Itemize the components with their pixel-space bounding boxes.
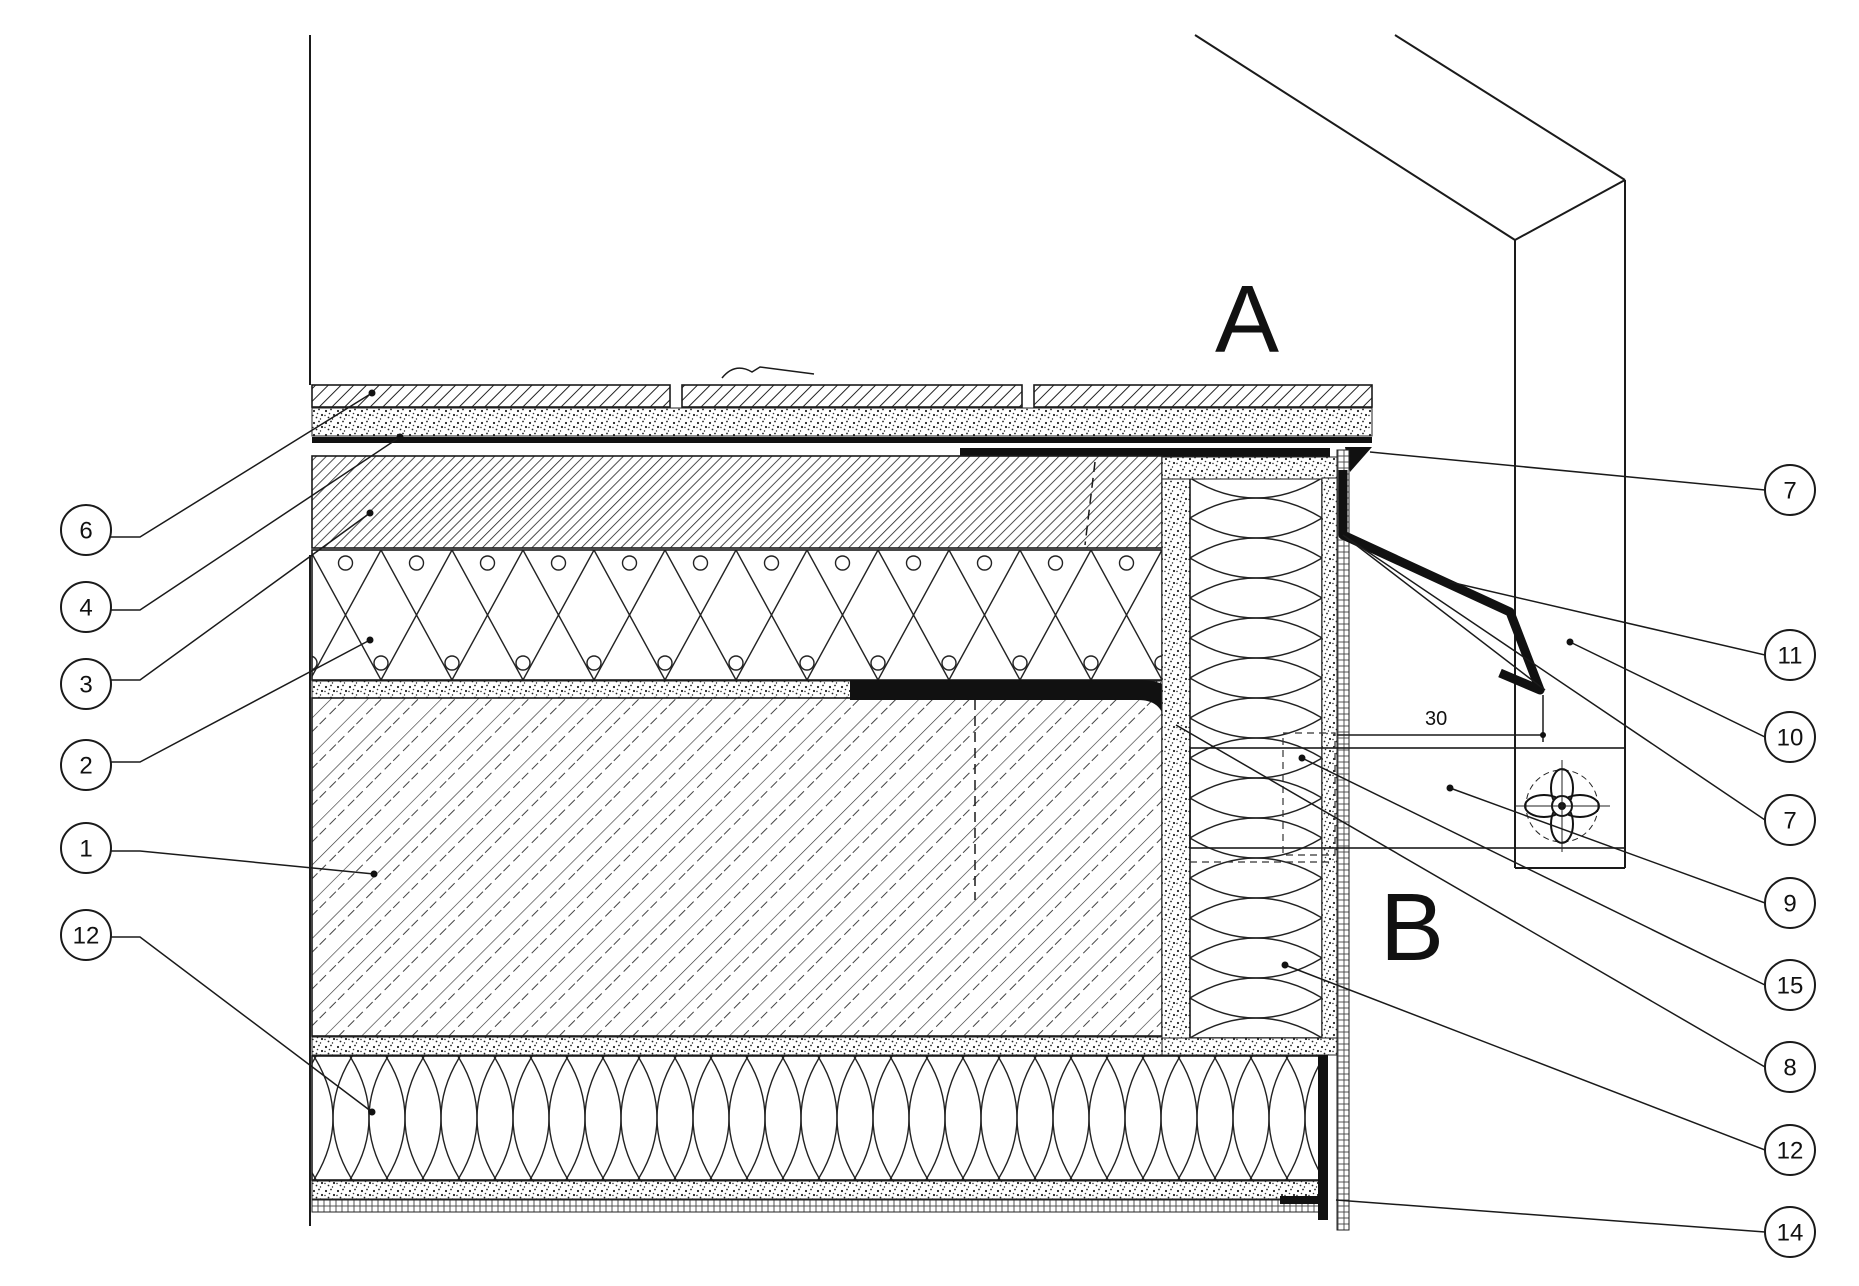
ceiling-render-layer [311, 1180, 1328, 1200]
concrete-slab [311, 697, 1163, 1037]
corner-profile [1318, 1055, 1328, 1220]
svg-text:12: 12 [73, 923, 100, 950]
svg-text:8: 8 [1783, 1055, 1796, 1082]
callout-10: 10 [1764, 711, 1816, 763]
svg-text:9: 9 [1783, 891, 1796, 918]
angle-steel [850, 680, 1182, 893]
waterproofing-membrane [312, 437, 1372, 472]
callout-7-top: 7 [1764, 464, 1816, 516]
dimension-end-dot [1540, 732, 1546, 738]
sill-flashing [1338, 470, 1545, 695]
door-frame-outline [1194, 34, 1626, 869]
callout-6: 6 [60, 504, 112, 556]
heating-screed-layer [311, 455, 1163, 549]
screed-hidden-line [1084, 461, 1096, 546]
slope-arrow-symbol [721, 366, 815, 379]
callout-9: 9 [1764, 877, 1816, 929]
edge-render-top [1161, 456, 1338, 480]
drip-edge [1280, 1196, 1328, 1204]
svg-text:15: 15 [1777, 973, 1804, 1000]
callout-2: 2 [60, 739, 112, 791]
callout-12-right: 12 [1764, 1124, 1816, 1176]
callout-12-left: 12 [60, 909, 112, 961]
callout-1: 1 [60, 822, 112, 874]
callout-14: 14 [1764, 1206, 1816, 1258]
tile-adhesive-layer [311, 407, 1373, 437]
callout-4: 4 [60, 581, 112, 633]
svg-text:4: 4 [79, 595, 92, 622]
svg-text:1: 1 [79, 836, 92, 863]
edge-render-inner [1161, 456, 1191, 1055]
floor-tiles [311, 384, 1373, 408]
svg-text:12: 12 [1777, 1138, 1804, 1165]
door-leaf-edge [1342, 534, 1546, 691]
underfloor-heating-insulation [311, 549, 1163, 681]
callout-7-bottom: 7 [1764, 794, 1816, 846]
dimension-value: 30 [1425, 708, 1447, 730]
ceiling-insulation [311, 1055, 1328, 1181]
svg-text:2: 2 [79, 753, 92, 780]
fixing-anchor-symbol [1515, 760, 1610, 852]
callout-15: 15 [1764, 959, 1816, 1011]
svg-text:7: 7 [1783, 808, 1796, 835]
edge-render-outer [1321, 477, 1338, 1044]
section-label-b: B [1380, 874, 1444, 981]
ceiling-finish-layer [311, 1199, 1328, 1213]
svg-text:7: 7 [1783, 478, 1796, 505]
section-label-a: A [1215, 266, 1279, 373]
svg-text:3: 3 [79, 672, 92, 699]
svg-text:11: 11 [1778, 643, 1803, 670]
callout-11: 11 [1764, 629, 1816, 681]
slab-underside-render [311, 1036, 1175, 1056]
leader-lines-left [110, 389, 404, 1116]
facade-finish [1336, 449, 1350, 1231]
svg-text:14: 14 [1777, 1220, 1804, 1247]
svg-text:10: 10 [1777, 725, 1804, 752]
edge-render-bottom [1161, 1037, 1338, 1056]
door-bottom-profile [1189, 732, 1626, 863]
svg-text:6: 6 [79, 518, 92, 545]
callout-3: 3 [60, 658, 112, 710]
callout-8: 8 [1764, 1041, 1816, 1093]
